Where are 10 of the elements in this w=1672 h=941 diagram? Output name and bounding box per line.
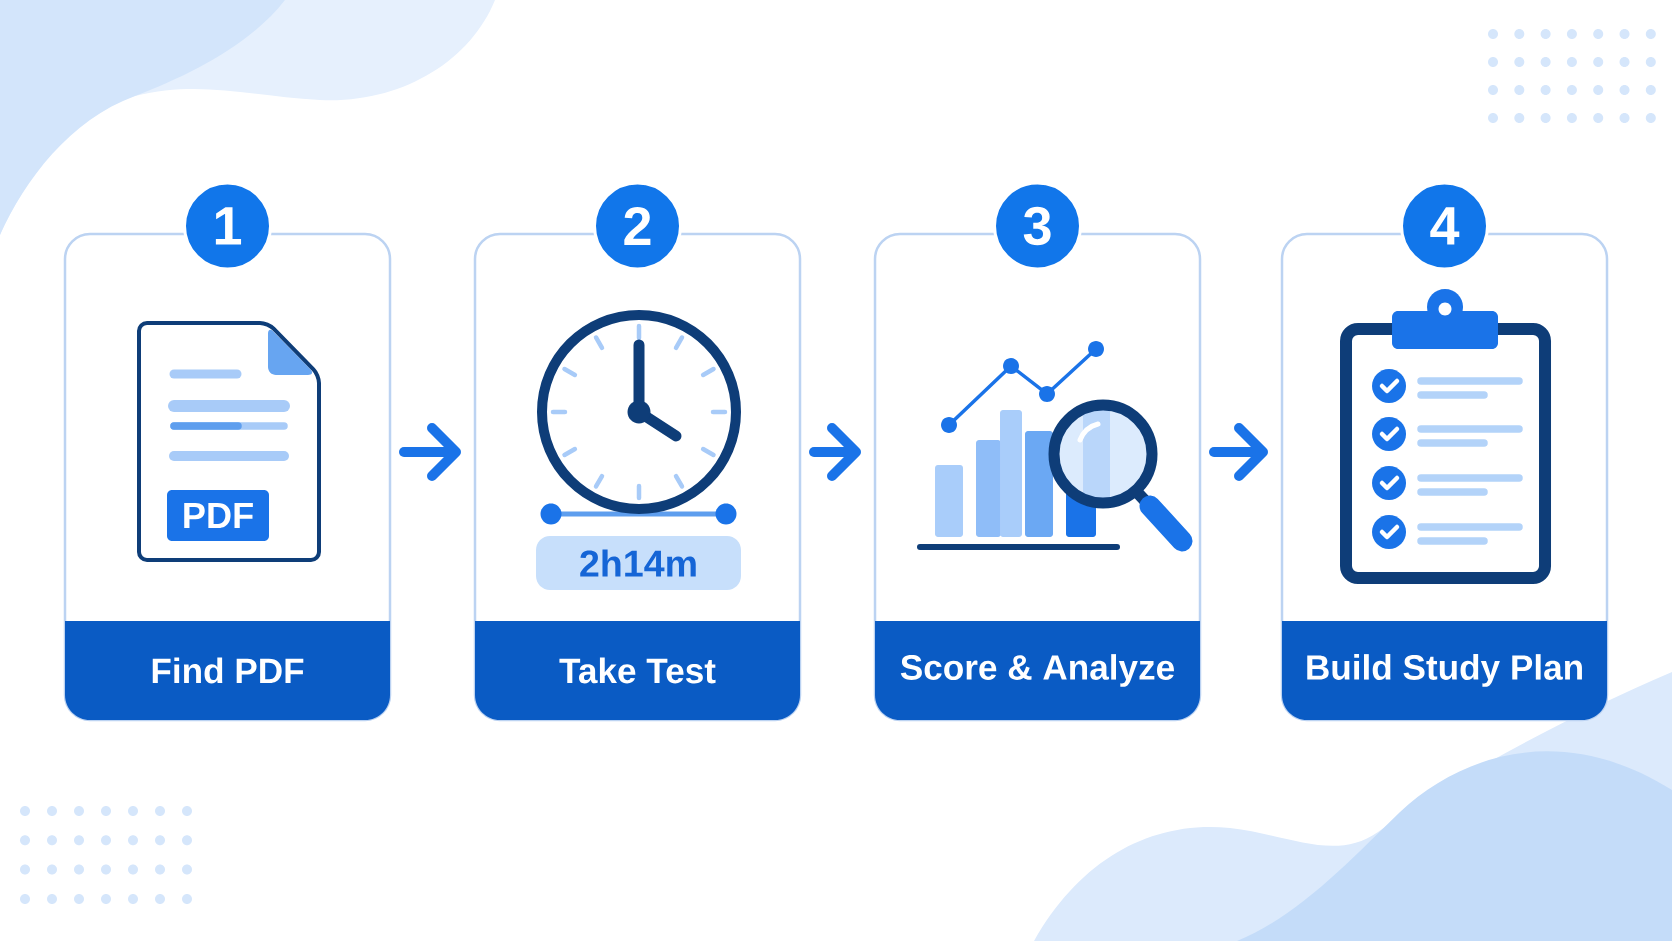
number-badge: 2 (593, 181, 682, 271)
title-band: Score & Analyze (875, 621, 1200, 720)
title-band: Build Study Plan (1282, 621, 1607, 720)
number-badge: 3 (993, 181, 1082, 271)
duration-pill: 2h14m (536, 536, 741, 590)
pdf-tag: PDF (167, 490, 269, 541)
number-badge: 4 (1400, 181, 1489, 271)
title-band: Take Test (475, 621, 800, 720)
number-badge: 1 (183, 181, 272, 271)
title-band: Find PDF (65, 621, 390, 720)
